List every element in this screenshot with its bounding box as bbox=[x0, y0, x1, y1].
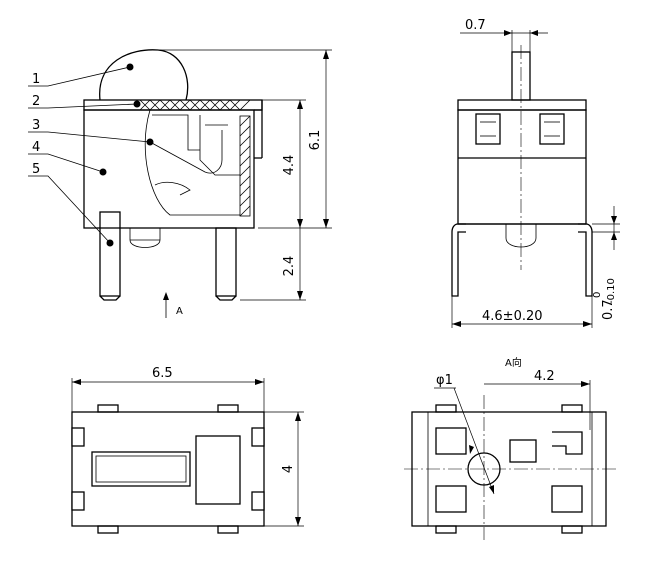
housing-foot bbox=[129, 228, 161, 248]
dim-front-width: 4.6±0.20 bbox=[482, 309, 543, 324]
view-arrow-label: A bbox=[176, 306, 183, 317]
spring-contact bbox=[149, 130, 223, 174]
pin-right bbox=[215, 227, 237, 297]
top-view: 6.5 4 bbox=[71, 366, 304, 534]
front-cover bbox=[457, 99, 587, 111]
view-title: A向 bbox=[505, 356, 522, 369]
front-pin-left bbox=[451, 223, 466, 297]
bottom-hole bbox=[467, 452, 501, 486]
dim-top-width: 6.5 bbox=[152, 366, 173, 381]
cover-hatch bbox=[139, 99, 251, 111]
dim-side-body: 4.4 bbox=[282, 155, 297, 176]
dim-front-tol-upper: 0 bbox=[592, 292, 603, 298]
side-view: 1 2 3 4 5 6.1 4.4 2.4 A bbox=[28, 49, 332, 318]
dim-side-pin: 2.4 bbox=[282, 256, 297, 277]
dim-stem-width: 0.7 bbox=[465, 18, 486, 33]
housing bbox=[83, 109, 255, 229]
callout-3: 3 bbox=[32, 118, 40, 133]
actuator-dome bbox=[99, 49, 189, 101]
pin-left bbox=[99, 211, 121, 297]
dim-front-tol-main: 0.7 bbox=[601, 299, 616, 320]
dim-bottom-spacing: 4.2 bbox=[534, 369, 555, 384]
front-pin-right bbox=[578, 223, 593, 297]
front-view: 0.7 4.6±0.20 0.7 0 -0 bbox=[451, 18, 620, 328]
top-body bbox=[71, 411, 265, 527]
bottom-view: A向 φ1 4.2 bbox=[404, 356, 616, 540]
inner-cavity bbox=[144, 109, 240, 216]
callout-2: 2 bbox=[32, 94, 40, 109]
callout-1: 1 bbox=[32, 72, 40, 87]
top-actuator bbox=[91, 451, 191, 487]
bottom-center-pad bbox=[509, 439, 537, 463]
callout-4: 4 bbox=[32, 140, 40, 155]
top-window bbox=[195, 435, 241, 505]
dim-front-tol-lower: -0.10 bbox=[606, 278, 617, 304]
dim-top-height: 4 bbox=[281, 465, 296, 473]
dim-side-total: 6.1 bbox=[308, 130, 323, 151]
callout-5: 5 bbox=[32, 162, 40, 177]
dim-bottom-hole: φ1 bbox=[436, 373, 453, 388]
